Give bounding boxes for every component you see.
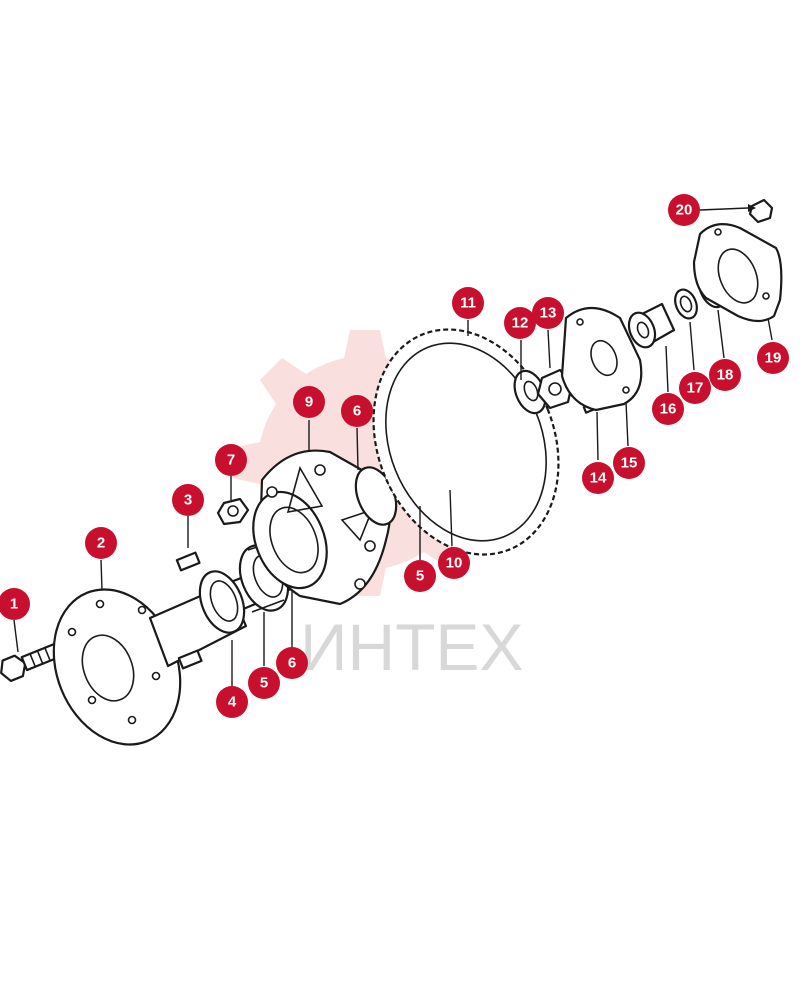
svg-text:9: 9 <box>305 394 313 411</box>
callout-1: 1 <box>0 588 30 620</box>
watermark-text: ИНТЕХ <box>300 610 523 684</box>
callout-7: 7 <box>215 444 247 476</box>
svg-text:19: 19 <box>765 350 782 367</box>
part-end-plate <box>692 223 783 323</box>
callout-18: 18 <box>709 359 741 391</box>
part-nut <box>216 497 250 526</box>
svg-text:18: 18 <box>717 367 734 384</box>
svg-text:15: 15 <box>621 455 638 472</box>
callout-5a: 5 <box>248 667 280 699</box>
callout-12: 12 <box>504 307 536 339</box>
callout-9: 9 <box>293 386 325 418</box>
callout-13: 13 <box>532 297 564 329</box>
callout-10: 10 <box>438 547 470 579</box>
svg-text:1: 1 <box>10 596 18 613</box>
callout-2: 2 <box>85 527 117 559</box>
part-cover-plate <box>560 306 643 412</box>
callout-6b: 6 <box>341 395 373 427</box>
svg-text:20: 20 <box>676 202 693 219</box>
svg-text:17: 17 <box>687 380 704 397</box>
part-oil-seal <box>674 288 698 320</box>
callout-4: 4 <box>216 686 248 718</box>
svg-text:16: 16 <box>660 401 677 418</box>
part-bushing <box>627 302 676 349</box>
callout-14: 14 <box>582 462 614 494</box>
callout-15: 15 <box>613 447 645 479</box>
callout-3: 3 <box>172 484 204 516</box>
leader-lines <box>13 204 773 686</box>
svg-text:12: 12 <box>512 315 529 332</box>
svg-text:6: 6 <box>353 403 361 420</box>
callout-17: 17 <box>679 372 711 404</box>
svg-text:5: 5 <box>260 675 268 692</box>
part-seal <box>198 570 246 634</box>
svg-text:5: 5 <box>416 568 424 585</box>
part-small-nut <box>748 198 774 224</box>
callout-6a: 6 <box>276 647 308 679</box>
svg-text:6: 6 <box>288 655 296 672</box>
svg-text:10: 10 <box>446 555 463 572</box>
callout-16: 16 <box>652 393 684 425</box>
svg-text:14: 14 <box>590 470 607 487</box>
svg-text:4: 4 <box>228 694 237 711</box>
part-bolt <box>0 642 62 683</box>
svg-text:11: 11 <box>460 295 476 312</box>
callout-20: 20 <box>668 194 700 226</box>
callout-5b: 5 <box>404 560 436 592</box>
callout-19: 19 <box>757 342 789 374</box>
callouts: 1 2 3 4 5 6 7 9 6 5 10 11 12 13 14 15 16… <box>0 194 789 718</box>
svg-text:3: 3 <box>184 492 192 509</box>
callout-11: 11 <box>452 287 484 319</box>
svg-text:13: 13 <box>540 305 557 322</box>
svg-text:7: 7 <box>227 452 235 469</box>
svg-text:2: 2 <box>97 535 105 552</box>
part-key <box>175 551 203 670</box>
